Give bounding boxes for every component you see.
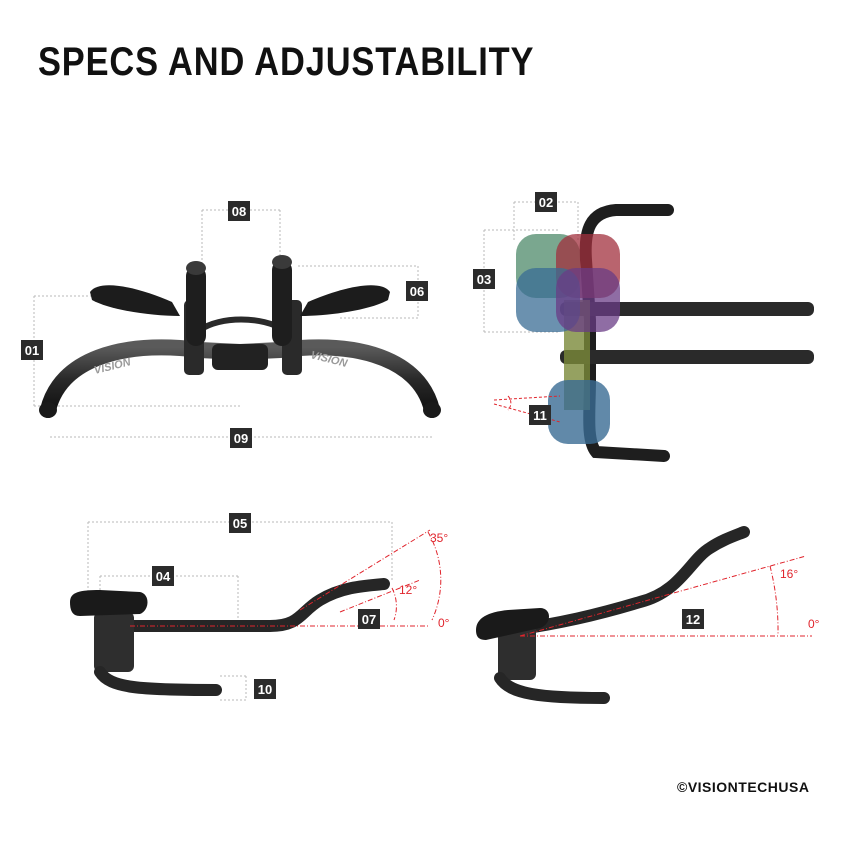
top-extension-lower xyxy=(560,350,814,364)
svg-text:06: 06 xyxy=(410,284,424,299)
badge-06: 06 xyxy=(406,281,428,301)
angle-12: 12° xyxy=(399,583,417,597)
svg-text:08: 08 xyxy=(232,204,246,219)
badge-01: 01 xyxy=(21,340,43,360)
side-view-right: 16° 0° 12 xyxy=(476,526,820,704)
side-left-base-bar xyxy=(94,666,222,696)
svg-text:05: 05 xyxy=(233,516,247,531)
pad-purple xyxy=(556,268,620,332)
side-right-extension xyxy=(494,526,750,638)
top-extension-upper xyxy=(560,302,814,316)
right-bar-end xyxy=(423,402,441,418)
front-dimension-lines xyxy=(33,209,432,438)
badge-02: 02 xyxy=(535,192,557,212)
stem-clamp xyxy=(212,344,268,370)
svg-text:02: 02 xyxy=(539,195,553,210)
side-left-armpad xyxy=(70,590,148,616)
angle-35: 35° xyxy=(430,531,448,545)
left-extension-cap xyxy=(186,261,206,275)
badge-05: 05 xyxy=(229,513,251,533)
copyright-text: ©VISIONTECHUSA xyxy=(677,779,810,795)
badge-09: 09 xyxy=(230,428,252,448)
svg-text:03: 03 xyxy=(477,272,491,287)
pad-lower xyxy=(548,380,610,444)
badge-12: 12 xyxy=(682,609,704,629)
angle-0-left: 0° xyxy=(438,616,450,630)
page-title: SPECS AND ADJUSTABILITY xyxy=(38,40,535,84)
side-right-base-bar xyxy=(494,672,610,704)
right-extension xyxy=(272,260,292,346)
right-extension-cap xyxy=(272,255,292,269)
svg-text:07: 07 xyxy=(362,612,376,627)
badge-08: 08 xyxy=(228,201,250,221)
svg-text:11: 11 xyxy=(533,408,547,423)
front-view: VISION VISION 08 06 01 09 xyxy=(21,201,441,448)
side-view-left: 35° 12° 0° 05 04 07 10 xyxy=(70,513,450,701)
side-left-stack xyxy=(94,612,134,672)
angle-0-right: 0° xyxy=(808,617,820,631)
left-bar-end xyxy=(39,402,57,418)
svg-text:12: 12 xyxy=(686,612,700,627)
angle-16: 16° xyxy=(780,567,798,581)
svg-text:04: 04 xyxy=(156,569,171,584)
badge-03: 03 xyxy=(473,269,495,289)
badge-04: 04 xyxy=(152,566,174,586)
side-left-extension xyxy=(94,578,390,632)
side-left-angle-lines xyxy=(130,529,442,627)
badge-11: 11 xyxy=(529,405,551,425)
svg-text:01: 01 xyxy=(25,343,39,358)
bridge xyxy=(198,316,286,333)
svg-text:10: 10 xyxy=(258,682,272,697)
side-right-armpad xyxy=(476,608,549,640)
left-arm-pad xyxy=(90,285,180,316)
left-extension xyxy=(186,266,206,346)
badge-07: 07 xyxy=(358,609,380,629)
badge-10: 10 xyxy=(254,679,276,699)
svg-text:09: 09 xyxy=(234,431,248,446)
right-arm-pad xyxy=(300,285,390,316)
top-view: 02 03 11 xyxy=(473,192,814,462)
side-right-angle-lines xyxy=(519,555,812,637)
